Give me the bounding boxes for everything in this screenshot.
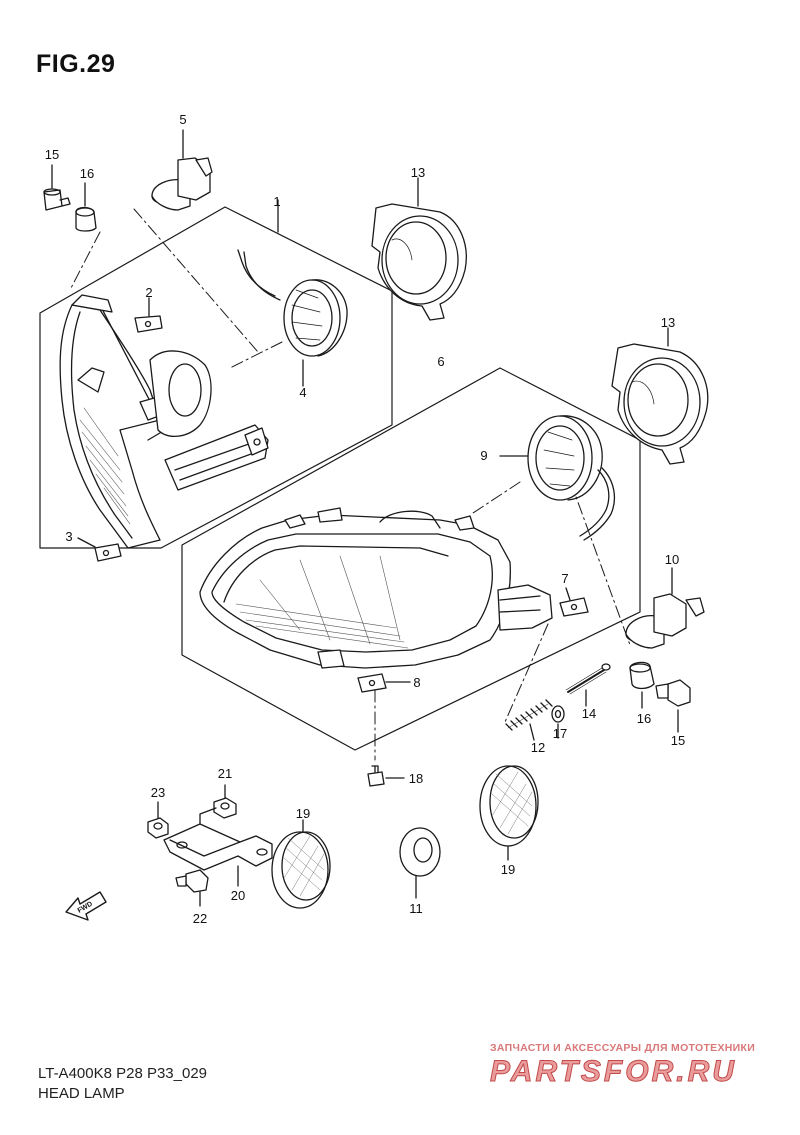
headlamp-left[interactable] — [59, 294, 269, 549]
callout-4: 4 — [299, 385, 306, 400]
screw-15-right[interactable] — [655, 679, 691, 733]
clip-nut-2[interactable] — [134, 297, 163, 333]
watermark-tagline: ЗАПЧАСТИ И АКСЕССУАРЫ ДЛЯ МОТОТЕХНИКИ — [490, 1042, 756, 1054]
spring-12[interactable] — [505, 699, 553, 741]
headlamp-right[interactable] — [199, 507, 553, 669]
callout-20: 20 — [231, 888, 245, 903]
callout-19-left: 19 — [296, 806, 310, 821]
callout-7: 7 — [561, 571, 568, 586]
callout-16-top: 16 — [80, 166, 94, 181]
callout-18: 18 — [409, 771, 423, 786]
callout-6: 6 — [437, 354, 444, 369]
fwd-arrow-icon — [65, 891, 107, 921]
screw-18[interactable] — [367, 765, 405, 787]
callout-16-right: 16 — [637, 711, 651, 726]
footer-model-code: LT-A400K8 P28 P33_029 — [38, 1065, 208, 1082]
retainer-ring-13-lower[interactable] — [611, 327, 709, 465]
reflector-19-right[interactable] — [479, 765, 539, 861]
callout-14: 14 — [582, 706, 596, 721]
callout-12: 12 — [531, 740, 545, 755]
callout-5: 5 — [179, 112, 186, 127]
assembly-frame-6 — [181, 367, 641, 751]
retainer-ring-13-upper[interactable] — [371, 177, 467, 321]
nut-21[interactable] — [213, 784, 237, 819]
callout-22: 22 — [193, 911, 207, 926]
bracket-20[interactable] — [163, 807, 273, 887]
watermark-site: PARTSFOR.RU — [490, 1055, 737, 1089]
callout-2: 2 — [145, 285, 152, 300]
callout-1: 1 — [273, 194, 280, 209]
callout-21: 21 — [218, 766, 232, 781]
callout-15-top: 15 — [45, 147, 59, 162]
reflector-19-left[interactable] — [271, 819, 331, 909]
grommet-11[interactable] — [399, 827, 441, 899]
bulb-socket-9[interactable] — [499, 415, 616, 541]
clip-nut-8[interactable] — [357, 673, 411, 693]
nut-23[interactable] — [147, 801, 169, 839]
callout-23: 23 — [151, 785, 165, 800]
bulb-10[interactable] — [625, 567, 705, 649]
callout-10: 10 — [665, 552, 679, 567]
footer-caption: HEAD LAMP — [38, 1085, 125, 1102]
bulb-5[interactable] — [151, 129, 213, 211]
grommet-16-left[interactable] — [75, 182, 97, 232]
washer-17[interactable] — [551, 705, 565, 739]
screw-15-left[interactable] — [43, 164, 71, 211]
callout-15-right: 15 — [671, 733, 685, 748]
screw-22[interactable] — [175, 869, 209, 907]
callout-13-right: 13 — [661, 315, 675, 330]
callout-19-right: 19 — [501, 862, 515, 877]
grommet-16-right[interactable] — [629, 661, 655, 709]
callout-9: 9 — [480, 448, 487, 463]
callout-11: 11 — [409, 901, 423, 916]
callout-3: 3 — [65, 529, 72, 544]
figure-title: FIG.29 — [36, 50, 116, 78]
callout-17: 17 — [553, 726, 567, 741]
screw-14[interactable] — [565, 663, 611, 707]
clip-nut-3[interactable] — [77, 537, 122, 562]
callout-13-top: 13 — [411, 165, 425, 180]
callout-8: 8 — [413, 675, 420, 690]
bulb-socket-4[interactable] — [237, 249, 348, 387]
clip-nut-7[interactable] — [559, 587, 589, 617]
assembly-frame-1 — [39, 206, 393, 549]
